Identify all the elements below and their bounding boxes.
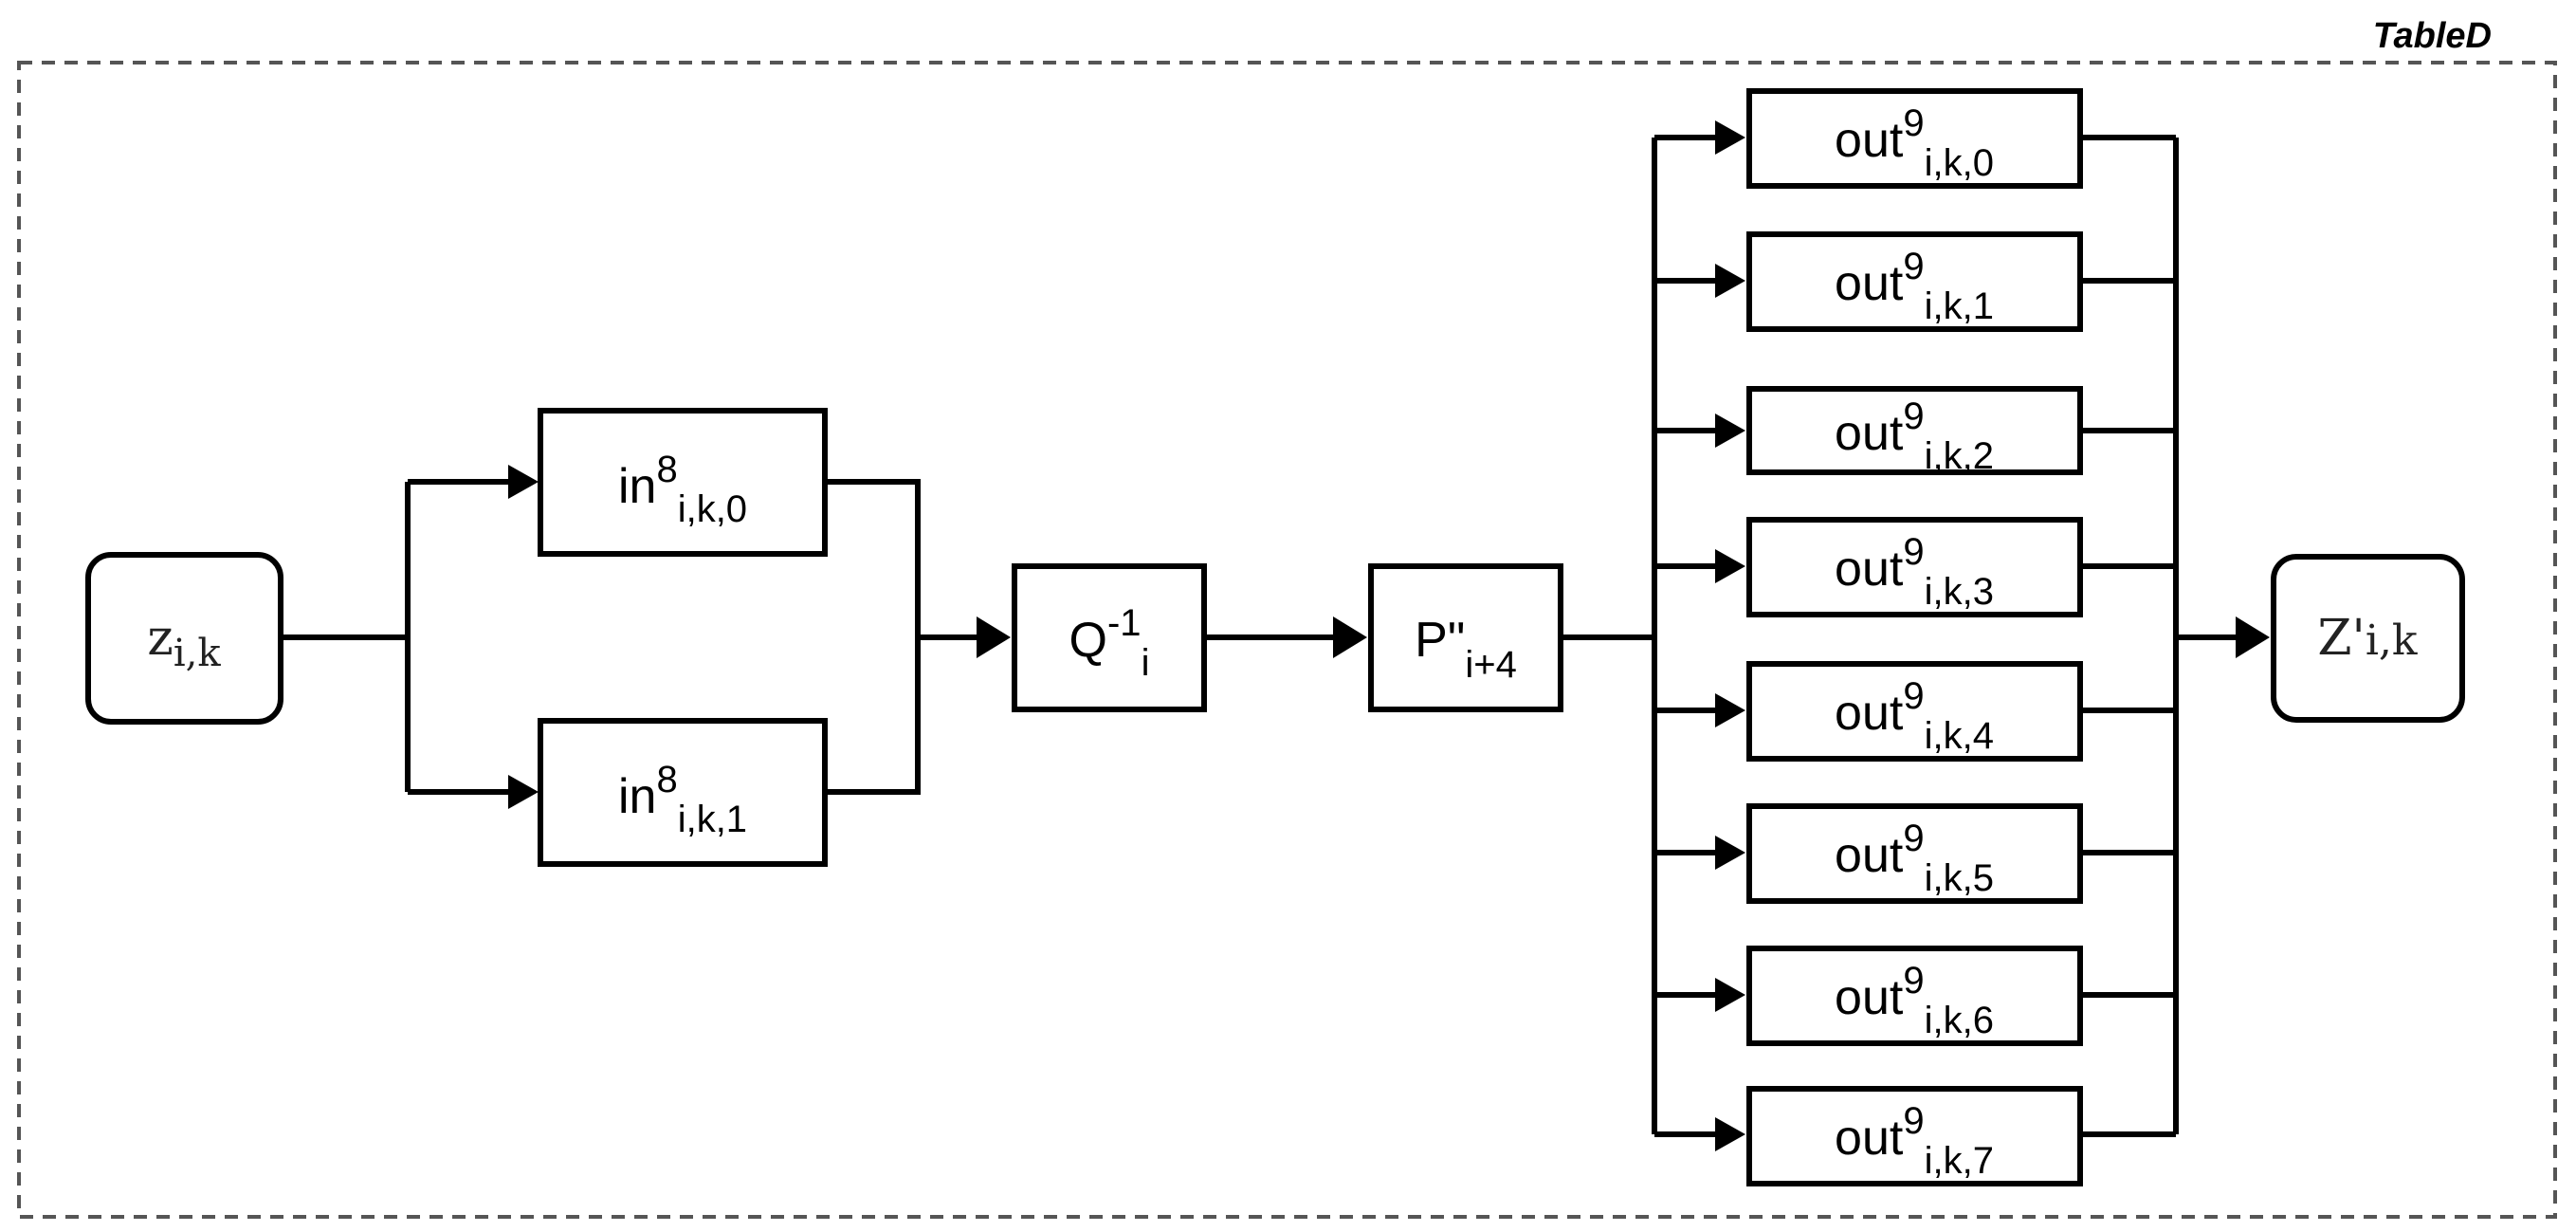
node-out-7: out9i,k,7 xyxy=(1746,1086,2083,1186)
node-q-inverse: Q-1i xyxy=(1012,563,1207,712)
node-p-double-prime-box xyxy=(1368,563,1563,712)
node-in8-1-label: in8i,k,1 xyxy=(618,759,747,840)
node-out-4-box xyxy=(1746,661,2083,762)
arrowhead-q xyxy=(977,616,1011,658)
node-out-6-label: out9i,k,6 xyxy=(1835,960,1994,1041)
connections xyxy=(283,135,2236,1137)
fanout-branches xyxy=(1654,135,1718,1137)
node-result-label: Z'i,k xyxy=(2317,610,2417,667)
wire-from-in8-0 xyxy=(827,479,921,637)
node-in8-1: in8i,k,1 xyxy=(538,718,828,867)
node-out-7-box xyxy=(1746,1086,2083,1186)
node-out-1-box xyxy=(1746,231,2083,332)
node-input: zi,k xyxy=(85,552,283,725)
arrowhead-out-6 xyxy=(1715,978,1745,1012)
container-label: TableD xyxy=(2373,16,2492,56)
node-out-6-box xyxy=(1746,946,2083,1046)
node-in8-0: in8i,k,0 xyxy=(538,408,828,557)
output-nodes: out9i,k,0 out9i,k,1 out9i,k,2 out9i,k,3 … xyxy=(1746,88,2083,1186)
arrowhead-p xyxy=(1333,616,1367,658)
arrowhead-out-1 xyxy=(1715,264,1745,298)
node-q-inverse-box xyxy=(1012,563,1207,712)
node-out-3-box xyxy=(1746,517,2083,617)
node-input-label: zi,k xyxy=(147,610,221,675)
arrowhead-in8-0 xyxy=(508,465,539,499)
collector-branches xyxy=(2081,135,2176,1137)
arrowhead-result xyxy=(2236,616,2270,658)
node-out-0: out9i,k,0 xyxy=(1746,88,2083,189)
node-out-4: out9i,k,4 xyxy=(1746,661,2083,762)
node-out-3: out9i,k,3 xyxy=(1746,517,2083,617)
arrowhead-in8-1 xyxy=(508,775,539,809)
node-out-4-label: out9i,k,4 xyxy=(1835,675,1994,757)
node-p-double-prime: P"i+4 xyxy=(1368,563,1563,712)
node-out-5-label: out9i,k,5 xyxy=(1835,818,1994,899)
node-input-box xyxy=(85,552,283,725)
node-out-2-label: out9i,k,2 xyxy=(1835,395,1994,477)
arrowhead-out-0 xyxy=(1715,120,1745,155)
wire-from-in8-1 xyxy=(827,637,921,795)
node-result: Z'i,k xyxy=(2271,554,2465,723)
arrowhead-out-2 xyxy=(1715,414,1745,448)
arrowhead-out-7 xyxy=(1715,1117,1745,1151)
node-out-3-label: out9i,k,3 xyxy=(1835,531,1994,613)
arrowhead-out-4 xyxy=(1715,693,1745,727)
node-out-2: out9i,k,2 xyxy=(1746,386,2083,477)
arrowhead-out-5 xyxy=(1715,836,1745,870)
node-out-5-box xyxy=(1746,803,2083,904)
node-out-7-label: out9i,k,7 xyxy=(1835,1100,1994,1182)
node-in8-1-box xyxy=(538,718,828,867)
node-out-2-box xyxy=(1746,386,2083,475)
arrowhead-out-3 xyxy=(1715,549,1745,583)
node-out-0-label: out9i,k,0 xyxy=(1835,102,1994,184)
node-p-double-prime-label: P"i+4 xyxy=(1415,613,1517,686)
node-out-5: out9i,k,5 xyxy=(1746,803,2083,904)
node-q-inverse-label: Q-1i xyxy=(1069,602,1150,684)
arrowheads xyxy=(508,120,2270,1151)
node-in8-0-label: in8i,k,0 xyxy=(618,449,747,530)
node-out-0-box xyxy=(1746,88,2083,189)
node-out-1: out9i,k,1 xyxy=(1746,231,2083,332)
node-result-box xyxy=(2271,554,2465,723)
node-out-6: out9i,k,6 xyxy=(1746,946,2083,1046)
node-in8-0-box xyxy=(538,408,828,557)
node-out-1-label: out9i,k,1 xyxy=(1835,246,1994,327)
